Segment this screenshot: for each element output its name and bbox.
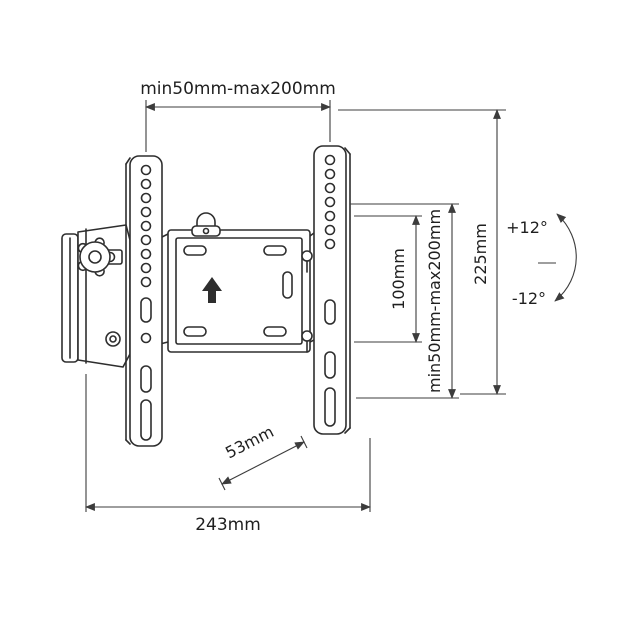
plate-slot-bl bbox=[183, 326, 207, 337]
dim-vesa-height: min50mm-max200mm bbox=[350, 203, 459, 399]
dim-vesa-height-label: min50mm-max200mm bbox=[425, 209, 444, 393]
tilt-annotation: +12° -12° bbox=[506, 213, 577, 308]
dim-top-width-label: min50mm-max200mm bbox=[140, 79, 336, 99]
pivot-bolt bbox=[105, 331, 121, 347]
right-tv-rail bbox=[301, 145, 351, 435]
side-bracket-assembly bbox=[61, 224, 131, 368]
tilt-up-label: +12° bbox=[506, 218, 548, 237]
plate-slot-tl bbox=[183, 245, 207, 256]
mount-drawing bbox=[61, 145, 351, 447]
dim-hole-spacing: 100mm bbox=[354, 215, 422, 343]
dim-overall-width: 243mm bbox=[85, 374, 371, 535]
dim-overall-width-label: 243mm bbox=[195, 515, 261, 535]
right-rail-thickness-bottom bbox=[344, 427, 351, 434]
plate-slot-mid bbox=[282, 271, 293, 299]
tilt-down-label: -12° bbox=[512, 289, 546, 308]
spring-clip-top bbox=[301, 250, 313, 273]
dim-depth: 53mm bbox=[218, 422, 308, 491]
dimension-annotations: min50mm-max200mm 243mm 53mm 100mm bbox=[85, 79, 577, 535]
left-rail-plate bbox=[129, 155, 163, 447]
plate-slot-br bbox=[263, 326, 287, 337]
left-tv-rail bbox=[125, 155, 163, 447]
safety-latch bbox=[191, 212, 221, 237]
right-rail-holes bbox=[324, 154, 336, 427]
dim-bracket-height: 225mm bbox=[338, 109, 506, 395]
wall-plate bbox=[159, 212, 315, 353]
tilt-knob bbox=[77, 237, 116, 277]
plate-outer bbox=[167, 229, 311, 353]
right-rail-thickness-top bbox=[344, 147, 351, 155]
tilt-arc-arrow-icon bbox=[554, 213, 577, 302]
dim-bracket-height-label: 225mm bbox=[471, 223, 490, 285]
left-rail-holes bbox=[140, 164, 152, 441]
orientation-up-arrow-icon bbox=[202, 277, 222, 303]
right-rail-plate bbox=[313, 145, 347, 435]
left-rail-thickness-top bbox=[125, 157, 131, 165]
spring-clip-bottom bbox=[301, 330, 313, 353]
dim-depth-label: 53mm bbox=[222, 422, 277, 462]
dim-hole-spacing-label: 100mm bbox=[389, 248, 408, 310]
plate-slot-tr bbox=[263, 245, 287, 256]
plate-inner bbox=[175, 237, 303, 345]
dim-top-width: min50mm-max200mm bbox=[140, 79, 336, 152]
left-rail-thickness-bottom bbox=[125, 439, 131, 445]
